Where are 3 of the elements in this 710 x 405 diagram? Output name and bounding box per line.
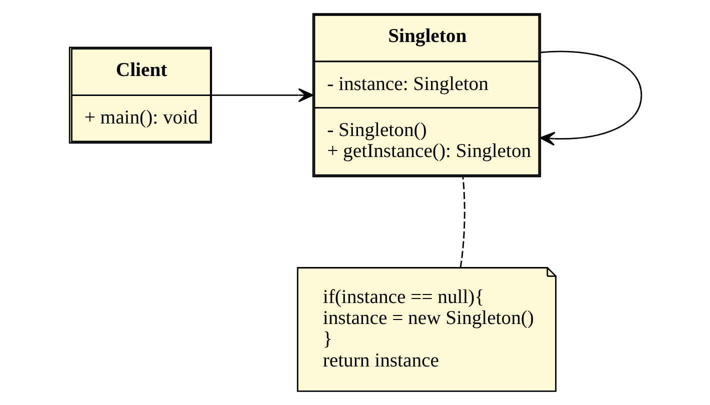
arrow: [539, 50, 642, 146]
arrow: [210, 88, 313, 102]
connector: [459, 176, 465, 268]
